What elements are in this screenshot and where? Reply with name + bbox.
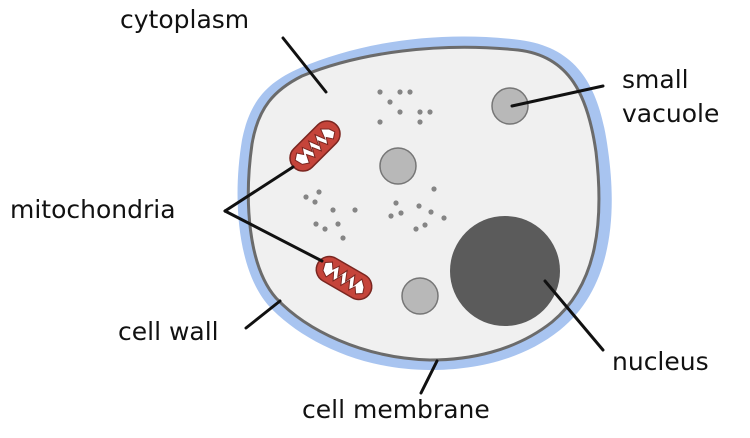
leader-small-vacuole xyxy=(510,84,605,108)
ribosome-cluster-right xyxy=(388,186,447,232)
ribosome-dot xyxy=(417,109,423,115)
ribosome-dot xyxy=(313,221,319,227)
small-vacuole xyxy=(491,87,529,125)
ribosome-dot xyxy=(431,186,437,192)
vacuole-bottom xyxy=(401,277,439,315)
ribosome-dot xyxy=(428,209,434,215)
ribosome-dot xyxy=(397,109,403,115)
ribosome-dot xyxy=(417,119,423,125)
leader-nucleus xyxy=(543,279,605,352)
ribosome-dot xyxy=(335,221,341,227)
vacuole-center xyxy=(379,147,417,185)
ribosome-dot xyxy=(397,89,403,95)
ribosome-dot xyxy=(312,199,318,205)
label-small-vacuole-line2: vacuole xyxy=(622,99,719,128)
leader-cell-wall xyxy=(244,299,282,330)
ribosome-dot xyxy=(377,89,383,95)
ribosome-dot xyxy=(407,89,413,95)
nucleus xyxy=(450,216,560,326)
leader-cell-membrane xyxy=(419,359,439,395)
label-cell-membrane: cell membrane xyxy=(302,395,490,424)
ribosome-dot xyxy=(316,189,322,195)
ribosome-dot xyxy=(322,226,328,232)
ribosome-cluster-top xyxy=(377,89,433,125)
leader-mitochondria-top xyxy=(223,165,295,213)
ribosome-dot xyxy=(427,109,433,115)
label-cell-wall: cell wall xyxy=(118,317,219,346)
ribosome-dot xyxy=(387,99,393,105)
ribosome-dot xyxy=(352,207,358,213)
ribosome-dot xyxy=(413,226,419,232)
leader-mitochondria-bottom xyxy=(223,209,324,263)
label-small-vacuole-line1: small xyxy=(622,65,689,94)
label-cytoplasm: cytoplasm xyxy=(120,5,249,34)
ribosome-dot xyxy=(441,215,447,221)
ribosome-cluster-left xyxy=(303,189,358,241)
ribosome-dot xyxy=(377,119,383,125)
ribosome-dot xyxy=(303,194,309,200)
ribosome-dot xyxy=(393,200,399,206)
label-mitochondria: mitochondria xyxy=(10,195,176,224)
ribosome-dot xyxy=(398,210,404,216)
ribosome-dot xyxy=(388,213,394,219)
mitochondrion-bottom xyxy=(315,255,373,301)
ribosome-dot xyxy=(416,203,422,209)
leader-cytoplasm xyxy=(281,36,328,94)
ribosome-dot xyxy=(340,235,346,241)
label-nucleus: nucleus xyxy=(612,347,709,376)
ribosome-dot xyxy=(330,207,336,213)
ribosome-dot xyxy=(422,222,428,228)
